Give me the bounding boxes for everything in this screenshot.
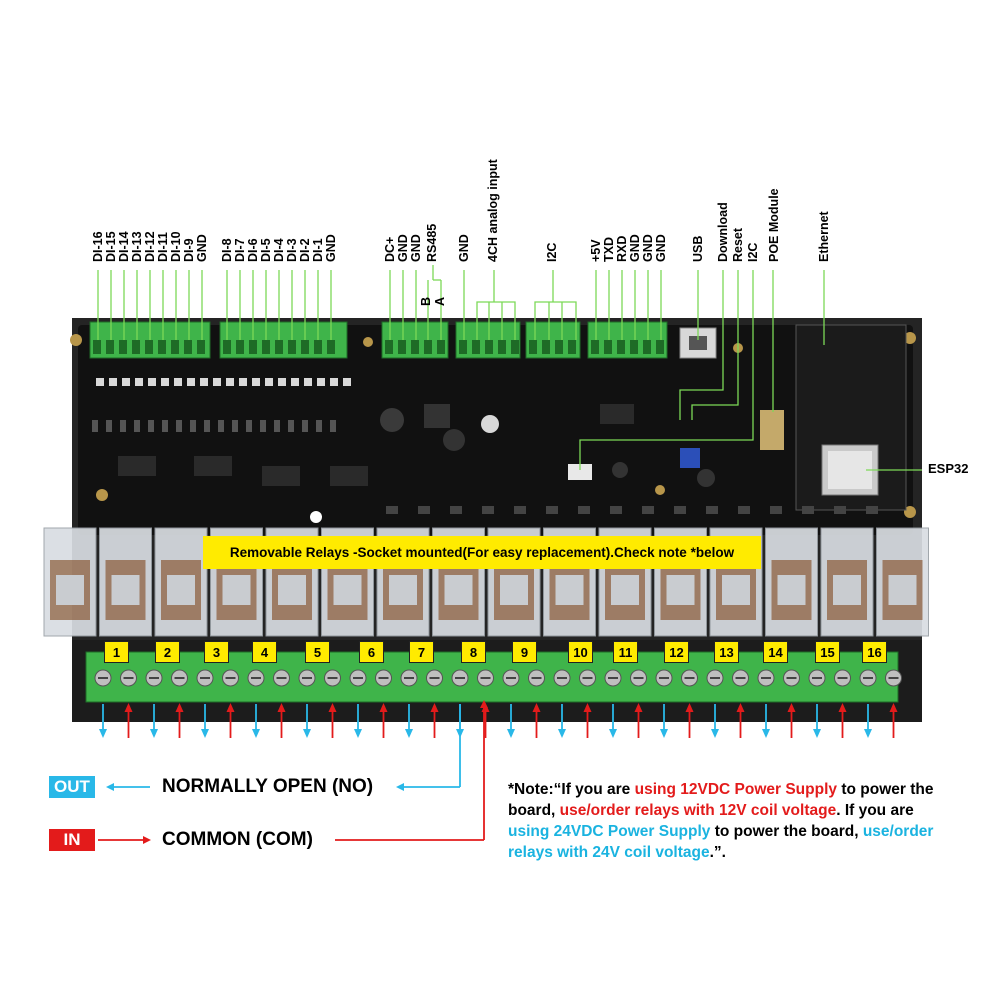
mount-screw [70,334,82,346]
relay-number-badge: 1 [104,641,129,663]
di-label: GND [195,234,209,262]
in-tag: IN [49,829,95,851]
in-legend-text: COMMON (COM) [162,829,313,850]
relay-number-badge: 11 [613,641,638,663]
relay-number-badge: 7 [409,641,434,663]
i2c-label: I2C [545,242,559,262]
relay-number-badge: 10 [568,641,593,663]
relay-number-badge: 16 [862,641,887,663]
out-tag: OUT [49,776,95,798]
terminal-block-serial [587,321,668,359]
ethernet-label: Ethernet [817,211,831,262]
relay-number-badge: 15 [815,641,840,663]
relay [820,527,874,637]
relay-number-badge: 2 [155,641,180,663]
reset-label: Reset [731,227,745,262]
relay-number-badge: 4 [252,641,277,663]
power-rs485-label: RS485 [425,223,439,262]
mount-screw [655,485,665,495]
out-legend-text: NORMALLY OPEN (NO) [162,776,374,797]
relay [154,527,208,637]
potentiometer [680,448,700,468]
power-rs485-label: GND [409,234,423,262]
coil-voltage-note: *Note:“If you are using 12VDC Power Supp… [508,781,934,861]
mount-screw [904,506,916,518]
relay-number-badge: 13 [714,641,739,663]
rs485-b-label: B [419,296,433,306]
poe-module [760,410,784,450]
download-label: Download [716,202,730,262]
analog-input-label: 4CH analog input [486,159,500,262]
relay-banner: Removable Relays -Socket mounted(For eas… [203,536,761,569]
legend-arrows [98,700,488,844]
poe-module-label: POE Module [767,188,781,262]
relay-number-badge: 6 [359,641,384,663]
relay [876,527,929,637]
relay-number-badge: 8 [461,641,486,663]
relay [765,527,818,637]
esp32-label: ESP32 [928,461,969,476]
i2c-2-label: I2C [746,242,760,262]
mount-screw [96,489,108,501]
mount-screw [904,332,916,344]
relay-number-badge: 12 [664,641,689,663]
relay-number-badge: 9 [512,641,537,663]
relay [43,527,97,637]
relay-number-badge: 14 [763,641,788,663]
serial-label: GND [654,234,668,262]
relay [99,527,152,637]
mount-screw [363,337,373,347]
relay-number-badge: 3 [204,641,229,663]
usb-label: USB [691,235,705,262]
di-label: GND [324,234,338,262]
relay-number-badge: 5 [305,641,330,663]
gnd-label: GND [457,234,471,262]
rs485-a-label: A [433,296,447,306]
